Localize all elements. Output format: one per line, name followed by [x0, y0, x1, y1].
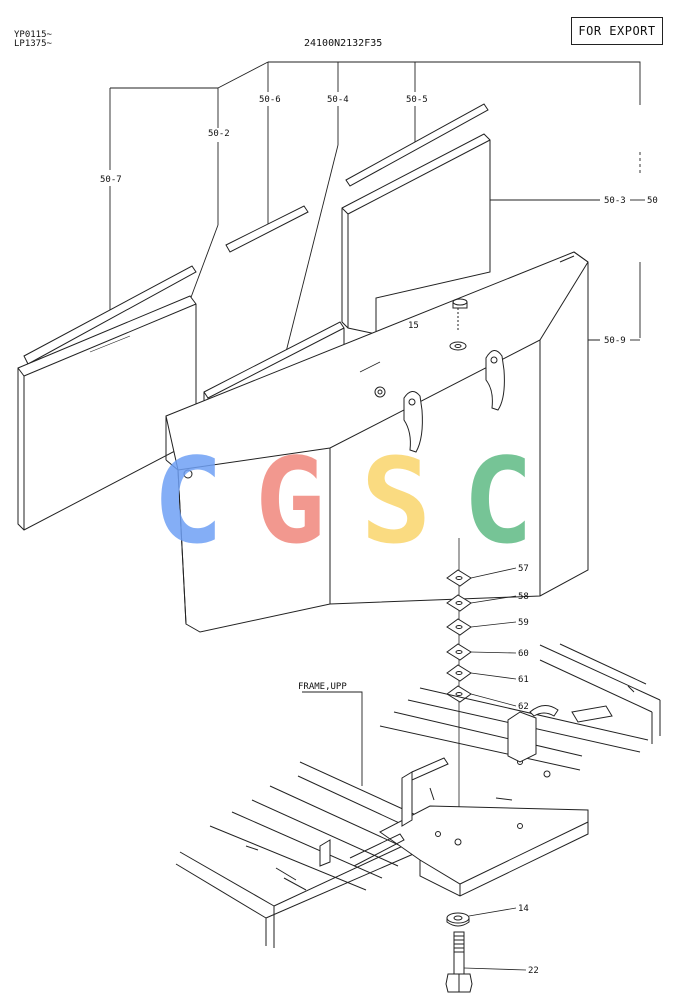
bolt-15	[449, 298, 468, 351]
watermark-letter-c1: C	[152, 432, 223, 570]
watermark-letter-g: G	[254, 432, 325, 570]
shim-59	[446, 618, 472, 636]
callout-61: 61	[518, 675, 529, 685]
callout-50-3: 50-3	[604, 196, 626, 206]
callout-50-6: 50-6	[259, 95, 281, 105]
callout-22: 22	[528, 966, 539, 976]
callout-50-2: 50-2	[208, 129, 230, 139]
model-range-1: YP0115~	[14, 30, 52, 40]
callout-frame-upp: FRAME,UPP	[298, 682, 347, 692]
callout-58: 58	[518, 592, 529, 602]
callout-62: 62	[518, 702, 529, 712]
frame-leader	[302, 691, 363, 786]
washer-14	[446, 907, 517, 927]
callout-50: 50	[647, 196, 658, 206]
export-badge: FOR EXPORT	[571, 17, 663, 45]
rubber-strip-50-5	[345, 103, 489, 187]
callout-60: 60	[518, 649, 529, 659]
callout-59: 59	[518, 618, 529, 628]
callout-50-4: 50-4	[327, 95, 349, 105]
callout-50-9: 50-9	[604, 336, 626, 346]
model-range-2: LP1375~	[14, 39, 52, 49]
rubber-strip-50-7	[23, 265, 197, 365]
watermark-letter-s: S	[360, 432, 431, 570]
callout-14: 14	[518, 904, 529, 914]
leader-lines	[109, 61, 645, 353]
shim-62	[446, 685, 472, 703]
drawing-number: 24100N2132F35	[304, 38, 383, 49]
cgsc-watermark: C G S C	[152, 432, 533, 570]
callout-50-7: 50-7	[100, 175, 122, 185]
callout-57: 57	[518, 564, 529, 574]
shim-leaders	[470, 567, 517, 707]
rubber-strip-50-6	[225, 205, 309, 253]
bolt-22	[445, 931, 527, 993]
export-badge-label: FOR EXPORT	[578, 24, 656, 38]
cushion-plate-50-3	[341, 133, 491, 335]
callout-labels: 50 50-2 50-3 50-4 50-5 50-6 50-7 50-9 15…	[100, 95, 658, 976]
watermark-letter-c2: C	[462, 432, 533, 570]
callout-50-5: 50-5	[406, 95, 428, 105]
shim-61	[446, 664, 472, 682]
upper-frame	[175, 643, 661, 948]
shim-60	[446, 643, 472, 661]
counterweight-50-9	[165, 251, 589, 633]
callout-15: 15	[408, 321, 419, 331]
